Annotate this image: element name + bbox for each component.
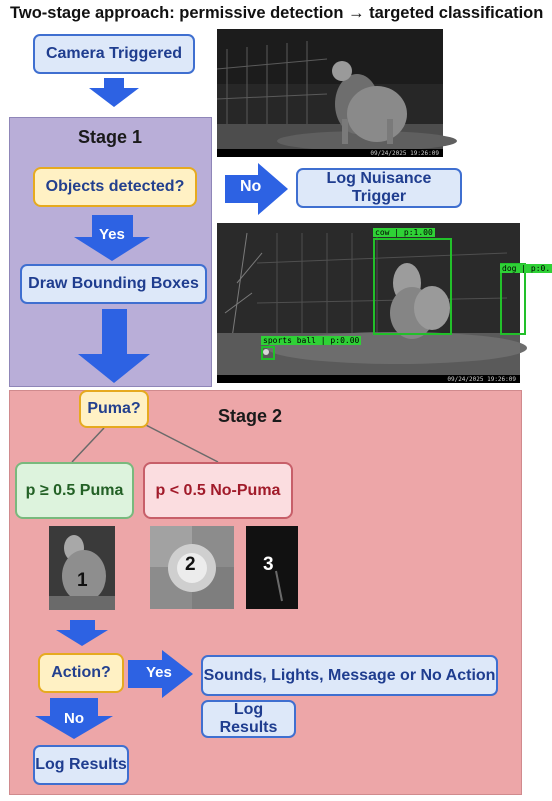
crop-1-image: 1 [49,526,115,610]
branch-line-left [71,427,105,463]
log-nuisance-box: Log Nuisance Trigger [296,168,462,208]
bbox-dog [500,263,526,335]
stage-2-label: Stage 2 [218,406,283,426]
branch-line-right [135,419,219,463]
puma-question-box: Puma? [79,390,149,428]
bbox-cow [373,238,452,335]
arrow-no-right [225,163,288,215]
arrow-label-no-1: No [240,178,262,195]
arrow-camera-down [89,78,139,107]
crop-3-image: 3 [246,526,298,609]
arrow-to-action [56,620,108,646]
trigger-photo-timestamp: 09/24/2025 19:26:09 [370,150,439,157]
log-results-right-box: Log Results [201,700,296,738]
arrow-label-yes-1: Yes [99,226,125,243]
action-options-box: Sounds, Lights, Message or No Action [201,655,498,696]
objects-detected-box: Objects detected? [33,167,197,207]
arrow-no-down [35,698,113,739]
crop-1-scene [49,526,115,610]
action-question-box: Action? [38,653,124,693]
crop-3-number: 3 [263,554,274,575]
bbox-cow-label: cow | p:1.00 [373,228,435,237]
bbox-dog-label: dog | p:0. [500,264,552,273]
arrow-yes-down [74,215,150,261]
detection-photo: cow | p:1.00 dog | p:0. sports ball | p:… [217,223,552,383]
crop-1-number: 1 [77,570,88,591]
stage-1-label: Stage 1 [78,127,143,147]
arrow-label-yes-2: Yes [146,664,172,681]
trigger-photo-scene [216,29,457,157]
crop-3-scene [246,526,298,609]
puma-yes-box: p ≥ 0.5 Puma [15,462,134,519]
trigger-photo: 09/24/2025 19:26:09 [216,29,457,157]
draw-bounding-boxes-box: Draw Bounding Boxes [20,264,207,304]
arrow-big-down [78,309,150,383]
bbox-sports-ball-label: sports ball | p:0.00 [261,336,362,345]
crop-2-image: 2 [150,526,234,609]
arrow-yes-right [128,650,193,698]
camera-triggered-box: Camera Triggered [33,34,195,74]
puma-no-box: p < 0.5 No-Puma [143,462,293,519]
crop-2-scene [150,526,234,609]
diagram-title: Two-stage approach: permissive detection… [10,4,544,22]
log-results-bottom-box: Log Results [33,745,129,785]
arrow-label-no-2: No [64,710,84,727]
detection-photo-timestamp: 09/24/2025 19:26:09 [447,376,516,383]
bbox-sports-ball [261,346,275,360]
crop-2-number: 2 [185,554,196,575]
